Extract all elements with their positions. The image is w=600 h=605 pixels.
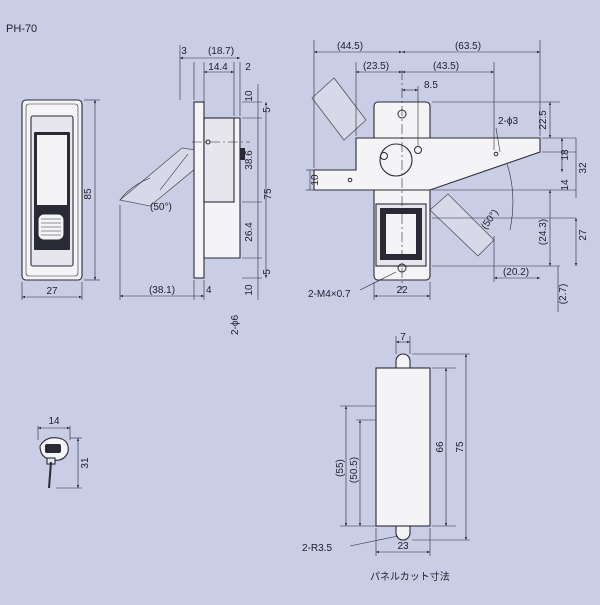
- dim-front-height: 85: [83, 188, 94, 200]
- key-view: 14 31: [37, 416, 91, 489]
- dim-cut-75: 75: [455, 441, 466, 453]
- side-flange: [193, 101, 205, 279]
- dim-side-26-4: 26.4: [244, 222, 255, 242]
- dim-back-8-5: 8.5: [424, 80, 438, 91]
- dim-front-width: 27: [46, 286, 58, 297]
- dim-cut-66: 66: [435, 441, 446, 453]
- dim-back-20-2: (20.2): [503, 267, 529, 278]
- dim-back-thread: 2-M4×0.7: [308, 289, 351, 300]
- dim-back-23-5: (23.5): [363, 61, 389, 72]
- dim-back-44-5: (44.5): [337, 41, 363, 52]
- side-view: (50°) (18.7) 3 14.4 2 10 5 38.6 75 26.4 …: [119, 45, 274, 335]
- dim-cut-7: 7: [400, 332, 406, 343]
- dim-back-63-5: (63.5): [455, 41, 481, 52]
- dim-side-5-bot: 5: [262, 269, 273, 275]
- dim-cut-23: 23: [397, 541, 409, 552]
- side-handle-open: [119, 147, 197, 207]
- dim-back-22: 22: [396, 285, 408, 296]
- latch-open-position: [311, 77, 367, 141]
- front-view: 85 27: [21, 99, 100, 300]
- dim-back-hole: 2-ϕ3: [498, 116, 518, 127]
- dim-back-14: 14: [560, 179, 571, 191]
- dim-side-3: 3: [181, 46, 187, 57]
- dim-side-2: 2: [245, 62, 251, 73]
- dim-cut-radius: 2-R3.5: [302, 543, 332, 554]
- panel-cut-caption: パネルカット寸法: [370, 570, 450, 583]
- dim-side-38-1: (38.1): [149, 285, 175, 296]
- dim-cut-50-5: (50.5): [349, 457, 360, 483]
- panel-cut-outline: [375, 367, 431, 527]
- dim-back-24-3: (24.3): [538, 219, 549, 245]
- dim-side-10-bot: 10: [244, 284, 255, 296]
- cam-hub: [379, 143, 413, 177]
- dim-key-width: 14: [48, 416, 60, 427]
- latch-cam: [313, 137, 541, 191]
- panel-cut-view: 7 (55) (50.5) 66 75 23 2-R3.5 パネルカット寸法: [302, 332, 470, 583]
- dim-side-4: 4: [206, 285, 212, 296]
- dim-side-38-6: 38.6: [244, 150, 255, 170]
- dim-back-32: 32: [578, 162, 589, 174]
- dim-side-angle: (50°): [150, 202, 172, 213]
- dim-cut-55: (55): [335, 459, 346, 477]
- dim-back-2-7: (2.7): [558, 284, 569, 305]
- model-label: PH-70: [6, 23, 37, 35]
- dim-side-5-top: 5: [262, 107, 273, 113]
- dim-back-angle: (50°): [479, 208, 501, 232]
- dim-back-18: 18: [560, 149, 571, 161]
- back-view: (50°) (44.5) (63.5) (23.5) (43.5) 8.5 2-…: [306, 40, 589, 312]
- dim-back-27: 27: [578, 229, 589, 241]
- dim-side-18-7: (18.7): [208, 46, 234, 57]
- dim-side-hole: 2-ϕ6: [230, 315, 241, 335]
- dim-back-10: 10: [310, 174, 321, 186]
- dim-side-75: 75: [263, 188, 274, 200]
- dim-key-height: 31: [80, 457, 91, 469]
- dim-side-10-top: 10: [244, 90, 255, 102]
- dim-side-14-4: 14.4: [208, 62, 228, 73]
- dim-back-43-5: (43.5): [433, 61, 459, 72]
- dim-back-22-5: 22.5: [538, 110, 549, 130]
